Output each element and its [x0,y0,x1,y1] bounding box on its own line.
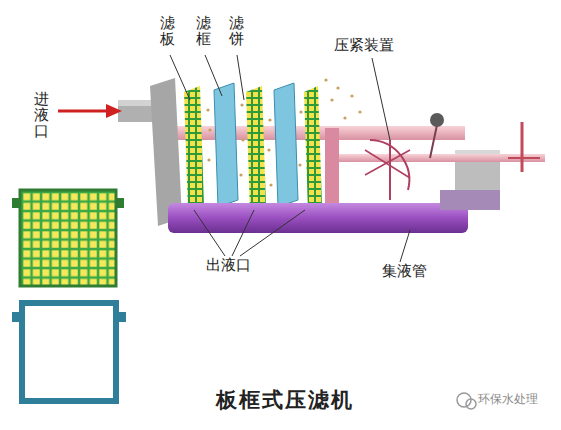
lever-knob [430,113,444,127]
part-label: 压紧装置 [334,38,414,54]
filter-plate [184,86,204,212]
watermark: 环保水处理 [478,393,558,406]
frame-handle [118,312,126,322]
part-label: 滤饼 [229,16,246,48]
filter-plate [304,86,322,212]
frame-icon [22,303,116,401]
part-label: 滤板 [160,16,177,48]
leader-lines [170,55,410,262]
collecting-pipe [168,203,468,233]
part-label: 滤框 [196,16,213,48]
part-label: 集液管 [382,264,442,280]
part-label: 出液口 [206,258,266,274]
filter-frame [214,83,238,207]
hand-wheel [521,122,524,172]
plate-icon [20,190,116,286]
part-label: 进液口 [34,92,51,139]
part-icons [12,190,126,401]
press-post [389,140,391,200]
inlet-arrow [58,110,110,113]
press-plate [325,128,339,208]
filter-plate [246,86,266,212]
screw-rod [330,154,545,162]
arrow-head [106,104,122,118]
machine [58,55,545,262]
filter-frame [274,83,298,207]
hand-wheel-bar [508,157,540,159]
frame-handle [12,312,20,322]
watermark-icon [457,393,476,409]
plate-handle [116,198,124,208]
caption: 板框式压滤机 [170,386,400,414]
press-link [365,150,410,178]
press-lever [430,125,437,158]
plate-handle [12,198,20,208]
pipe-elbow [440,190,500,210]
